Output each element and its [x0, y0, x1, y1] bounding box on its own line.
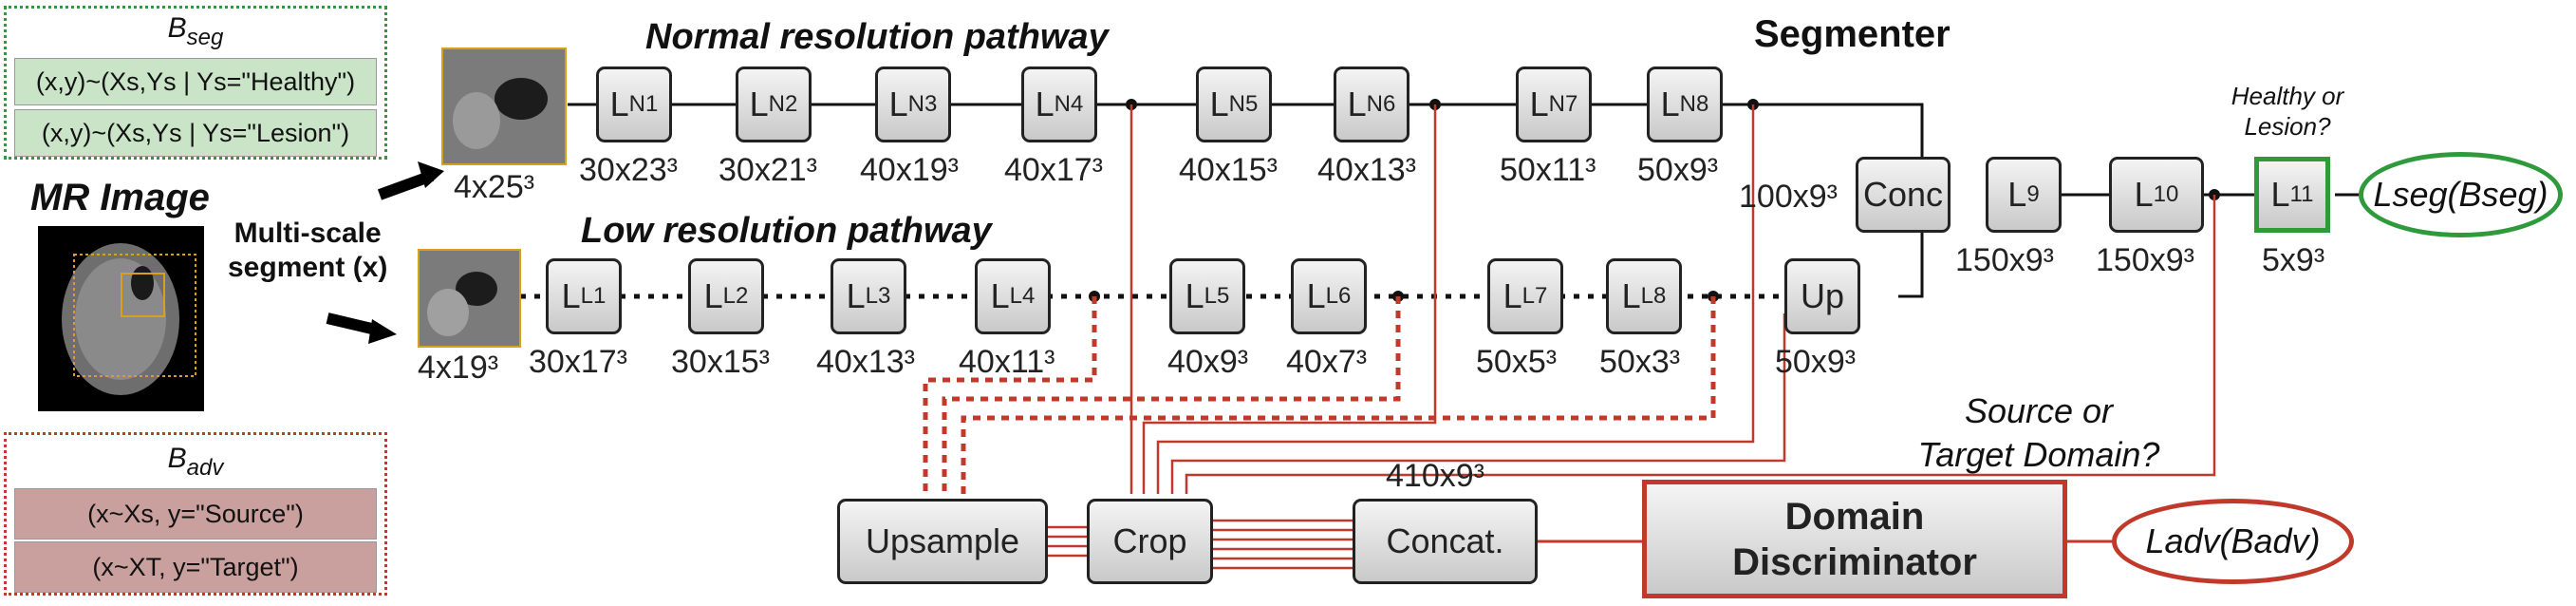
batch-seg-title: Bseg	[167, 12, 224, 50]
up-dim: 50x9³	[1775, 344, 1857, 380]
dim-l2: 30x15³	[671, 344, 770, 380]
concat-dim: 410x9³	[1386, 458, 1484, 494]
concat-block: Concat.	[1353, 499, 1538, 584]
batch-adv-row-source: (x~Xs, y="Source")	[14, 488, 377, 540]
dim-n7: 50x11³	[1500, 152, 1596, 188]
low-input-patch	[418, 249, 521, 348]
dim-11: 5x9³	[2262, 242, 2325, 278]
dim-n5: 40x15³	[1179, 152, 1278, 188]
multiscale-label: Multi-scale segment (x)	[228, 218, 388, 283]
dim-l5: 40x9³	[1167, 344, 1249, 380]
upsample-block: Upsample	[837, 499, 1048, 584]
dim-n6: 40x13³	[1317, 152, 1416, 188]
dim-l3: 40x13³	[816, 344, 915, 380]
normal-input-dim: 4x25³	[454, 169, 535, 205]
mr-brain-image	[38, 226, 204, 411]
crop-block: Crop	[1087, 499, 1213, 584]
batch-seg-row-healthy: (x,y)~(Xs,Ys | Ys="Healthy")	[14, 58, 377, 105]
conc-block: Conc	[1856, 157, 1951, 233]
batch-seg-row-lesion: (x,y)~(Xs,Ys | Ys="Lesion")	[14, 109, 377, 157]
dim-n4: 40x17³	[1004, 152, 1103, 188]
low-pathway-title: Low resolution pathway	[581, 211, 992, 251]
loss-adv: Ladv(Badv)	[2112, 499, 2354, 584]
up-block: Up	[1784, 258, 1860, 334]
loss-seg: Lseg(Bseg)	[2359, 152, 2563, 237]
normal-input-patch	[441, 47, 567, 165]
batch-adv-row-target: (x~XT, y="Target")	[14, 541, 377, 593]
normal-pathway-title: Normal resolution pathway	[645, 17, 1109, 57]
dim-l4: 40x11³	[959, 344, 1055, 380]
batch-seg-panel: Bseg (x,y)~(Xs,Ys | Ys="Healthy") (x,y)~…	[4, 6, 387, 160]
dim-l7: 50x5³	[1476, 344, 1558, 380]
segmenter-title: Segmenter	[1754, 13, 1951, 55]
dim-9: 150x9³	[1955, 242, 2054, 278]
dim-l8: 50x3³	[1599, 344, 1681, 380]
dim-n3: 40x19³	[860, 152, 959, 188]
dim-n8: 50x9³	[1637, 152, 1719, 188]
batch-adv-title: Badv	[167, 443, 224, 481]
dim-10: 150x9³	[2096, 242, 2194, 278]
conc-dim: 100x9³	[1739, 179, 1838, 215]
dim-n2: 30x21³	[719, 152, 817, 188]
low-input-dim: 4x19³	[418, 350, 499, 386]
batch-adv-panel: Badv (x~Xs, y="Source") (x~XT, y="Target…	[4, 432, 387, 596]
dim-l6: 40x7³	[1286, 344, 1368, 380]
dim-l1: 30x17³	[529, 344, 627, 380]
mr-image-label: MR Image	[30, 177, 210, 218]
dim-n1: 30x23³	[579, 152, 678, 188]
